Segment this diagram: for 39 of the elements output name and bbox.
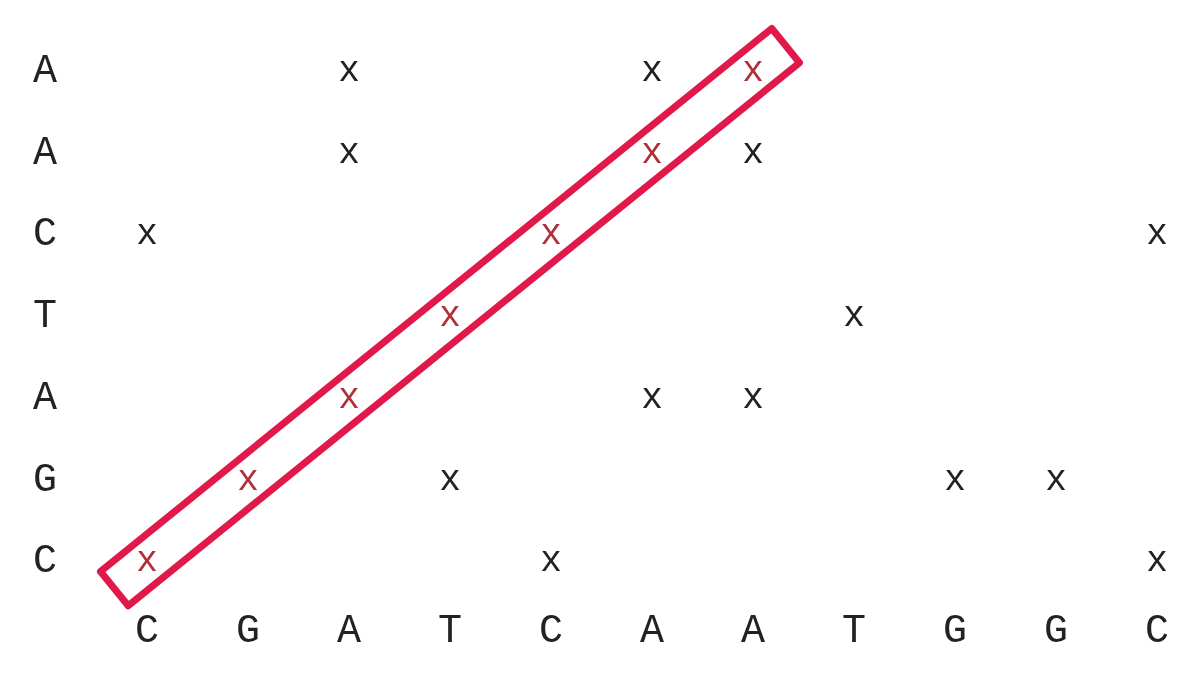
sequence-letter: G bbox=[236, 612, 260, 652]
dot-mark: x bbox=[843, 299, 865, 336]
dot-mark: x bbox=[1146, 217, 1168, 254]
sequence-letter: A bbox=[337, 612, 361, 652]
sequence-letter: A bbox=[741, 612, 765, 652]
sequence-letter: G bbox=[943, 612, 967, 652]
dot-mark: x bbox=[641, 54, 663, 90]
dot-mark: x bbox=[1146, 544, 1168, 581]
dot-mark: x bbox=[136, 544, 158, 581]
sequence-letter: T bbox=[842, 612, 866, 652]
dot-mark: x bbox=[944, 462, 966, 499]
sequence-letter: C bbox=[1145, 612, 1169, 652]
sequence-letter: G bbox=[1044, 612, 1068, 652]
sequence-letter: T bbox=[33, 297, 57, 338]
dot-mark: x bbox=[742, 380, 764, 417]
dot-mark: x bbox=[338, 380, 360, 417]
sequence-letter: G bbox=[33, 460, 57, 501]
sequence-letter: A bbox=[33, 133, 57, 174]
sequence-letter: C bbox=[135, 612, 159, 652]
dot-mark: x bbox=[742, 135, 764, 172]
sequence-letter: A bbox=[33, 378, 57, 419]
dot-mark: x bbox=[540, 217, 562, 254]
dot-mark: x bbox=[136, 217, 158, 254]
dot-mark: x bbox=[1045, 462, 1067, 499]
dot-mark: x bbox=[439, 299, 461, 336]
dot-mark: x bbox=[540, 544, 562, 581]
sequence-letter: C bbox=[33, 542, 57, 583]
dot-mark: x bbox=[338, 135, 360, 172]
sequence-letter: A bbox=[33, 52, 57, 92]
dot-mark: x bbox=[641, 380, 663, 417]
sequence-letter: C bbox=[33, 215, 57, 256]
sequence-letter: T bbox=[438, 612, 462, 652]
dot-mark: x bbox=[338, 54, 360, 90]
dot-mark: x bbox=[439, 462, 461, 499]
dot-mark: x bbox=[742, 54, 764, 90]
dot-mark: x bbox=[641, 135, 663, 172]
dot-mark: x bbox=[237, 462, 259, 499]
sequence-letter: C bbox=[539, 612, 563, 652]
sequence-letter: A bbox=[640, 612, 664, 652]
